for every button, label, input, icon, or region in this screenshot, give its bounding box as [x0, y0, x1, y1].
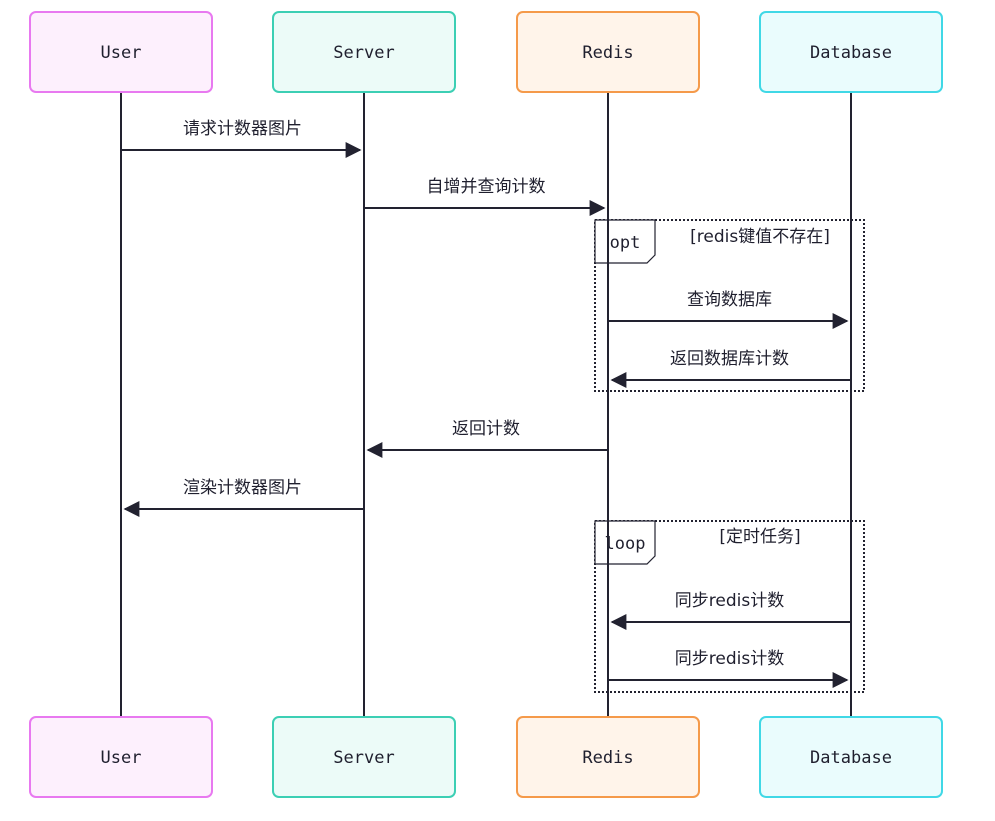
actor-box	[516, 11, 700, 93]
actor-box	[759, 716, 943, 798]
actor-user-top: User	[29, 11, 213, 93]
actor-box	[516, 716, 700, 798]
frame-tab	[594, 520, 656, 565]
message-label: 请求计数器图片	[183, 119, 302, 139]
message-label: 返回数据库计数	[670, 349, 789, 369]
message-label: 自增并查询计数	[427, 177, 546, 197]
message-6: 渲染计数器图片	[123, 478, 364, 517]
message-label: 查询数据库	[687, 290, 772, 310]
message-label: 渲染计数器图片	[183, 478, 302, 498]
actor-redis-bottom: Redis	[516, 716, 700, 798]
actor-redis-top: Redis	[516, 11, 700, 93]
actor-box	[759, 11, 943, 93]
actor-server-top: Server	[272, 11, 456, 93]
message-4: 返回数据库计数	[610, 349, 851, 388]
message-5: 返回计数	[366, 419, 608, 458]
actor-box	[29, 716, 213, 798]
message-1: 请求计数器图片	[121, 119, 362, 158]
frame-loop: loop [定时任务]	[594, 520, 865, 693]
actor-label: User	[101, 43, 142, 63]
actor-box	[272, 716, 456, 798]
frame-tab	[594, 219, 656, 264]
actor-label: Redis	[582, 43, 633, 63]
message-3: 查询数据库	[608, 290, 849, 329]
actor-label: Database	[810, 748, 892, 768]
actor-box	[272, 11, 456, 93]
actor-label: User	[101, 748, 142, 768]
actor-server-bottom: Server	[272, 716, 456, 798]
actor-user-bottom: User	[29, 716, 213, 798]
actor-box	[29, 11, 213, 93]
message-label: 同步redis计数	[675, 649, 784, 669]
actor-database-bottom: Database	[759, 716, 943, 798]
actor-label: Redis	[582, 748, 633, 768]
frame-kind-label: loop	[605, 534, 646, 554]
message-label: 返回计数	[452, 419, 520, 439]
message-8: 同步redis计数	[608, 649, 849, 688]
message-2: 自增并查询计数	[364, 177, 606, 216]
frame-condition-label: [redis键值不存在]	[690, 227, 830, 247]
actor-label: Database	[810, 43, 892, 63]
actor-label: Server	[333, 43, 394, 63]
message-7: 同步redis计数	[610, 591, 851, 630]
frame-kind-label: opt	[610, 233, 641, 253]
actor-database-top: Database	[759, 11, 943, 93]
message-label: 同步redis计数	[675, 591, 784, 611]
actor-label: Server	[333, 748, 394, 768]
frame-opt: opt [redis键值不存在]	[594, 219, 865, 392]
frame-condition-label: [定时任务]	[719, 527, 800, 547]
